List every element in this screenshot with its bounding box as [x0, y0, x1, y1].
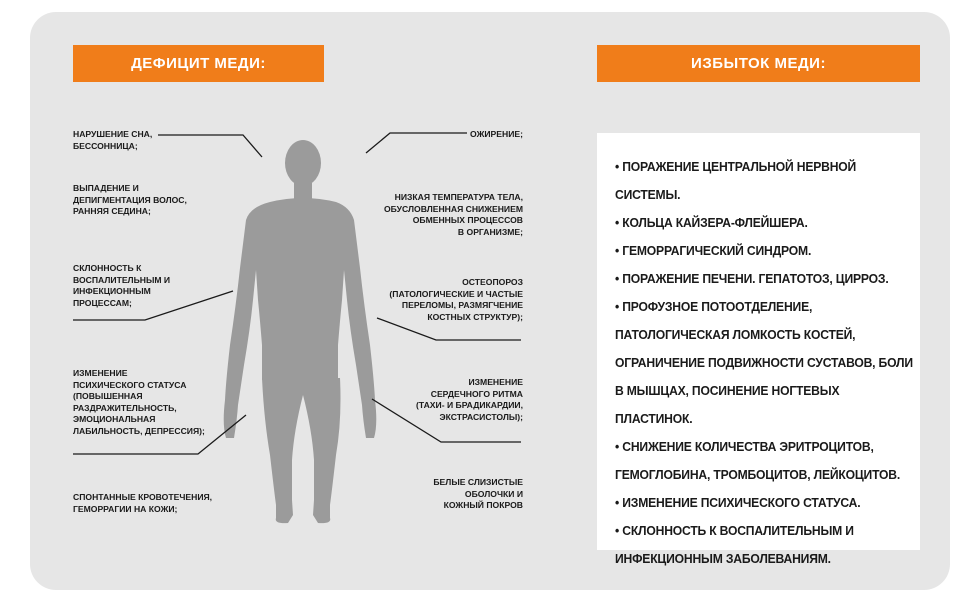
sign-heart-rhythm: ИЗМЕНЕНИЕ СЕРДЕЧНОГО РИТМА (ТАХИ- И БРАД… — [416, 377, 523, 422]
excess-item: ГЕМОРРАГИЧЕСКИЙ СИНДРОМ. — [615, 237, 914, 265]
sign-low-temperature: НИЗКАЯ ТЕМПЕРАТУРА ТЕЛА, ОБУСЛОВЛЕННАЯ С… — [384, 192, 523, 237]
excess-item: ПОРАЖЕНИЕ ЦЕНТРАЛЬНОЙ НЕРВНОЙ СИСТЕМЫ. — [615, 153, 914, 209]
sign-obesity: ОЖИРЕНИЕ; — [470, 129, 523, 139]
excess-item: СНИЖЕНИЕ КОЛИЧЕСТВА ЭРИТРОЦИТОВ, ГЕМОГЛО… — [615, 433, 914, 489]
excess-item: СКЛОННОСТЬ К ВОСПАЛИТЕЛЬНЫМ И ИНФЕКЦИОНН… — [615, 517, 914, 573]
deficit-item-psych: ИЗМЕНЕНИЕ ПСИХИЧЕСКОГО СТАТУСА (ПОВЫШЕНН… — [73, 368, 205, 436]
deficit-item-hair: ВЫПАДЕНИЕ И ДЕПИГМЕНТАЦИЯ ВОЛОС, РАННЯЯ … — [73, 183, 187, 216]
excess-item: КОЛЬЦА КАЙЗЕРА-ФЛЕЙШЕРА. — [615, 209, 914, 237]
deficit-item-inflammation: СКЛОННОСТЬ К ВОСПАЛИТЕЛЬНЫМ И ИНФЕКЦИОНН… — [73, 263, 171, 308]
excess-header: ИЗБЫТОК МЕДИ: — [597, 45, 920, 82]
sign-pale-mucosa: БЕЛЫЕ СЛИЗИСТЫЕ ОБОЛОЧКИ И КОЖНЫЙ ПОКРОВ — [433, 477, 523, 510]
excess-item: ПРОФУЗНОЕ ПОТООТДЕЛЕНИЕ, ПАТОЛОГИЧЕСКАЯ … — [615, 293, 914, 433]
excess-list: ПОРАЖЕНИЕ ЦЕНТРАЛЬНОЙ НЕРВНОЙ СИСТЕМЫ. К… — [597, 133, 920, 573]
deficit-item-bleeding: СПОНТАННЫЕ КРОВОТЕЧЕНИЯ, ГЕМОРРАГИИ НА К… — [73, 492, 213, 514]
deficit-item-sleep: НАРУШЕНИЕ СНА, БЕССОННИЦА; — [73, 129, 153, 151]
excess-panel: ПОРАЖЕНИЕ ЦЕНТРАЛЬНОЙ НЕРВНОЙ СИСТЕМЫ. К… — [597, 133, 920, 566]
sign-osteoporosis: ОСТЕОПОРОЗ (ПАТОЛОГИЧЕСКИЕ И ЧАСТЫЕ ПЕРЕ… — [389, 277, 523, 322]
excess-item: ПОРАЖЕНИЕ ПЕЧЕНИ. ГЕПАТОТОЗ, ЦИРРОЗ. — [615, 265, 914, 293]
deficit-header: ДЕФИЦИТ МЕДИ: — [73, 45, 324, 82]
excess-item: ИЗМЕНЕНИЕ ПСИХИЧЕСКОГО СТАТУСА. — [615, 489, 914, 517]
